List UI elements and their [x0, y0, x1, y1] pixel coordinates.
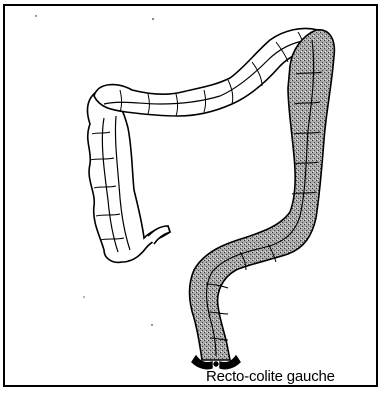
transverse-colon: [94, 28, 318, 116]
figure-caption: Recto-colite gauche: [206, 368, 335, 385]
ascending-colon: [88, 92, 170, 262]
